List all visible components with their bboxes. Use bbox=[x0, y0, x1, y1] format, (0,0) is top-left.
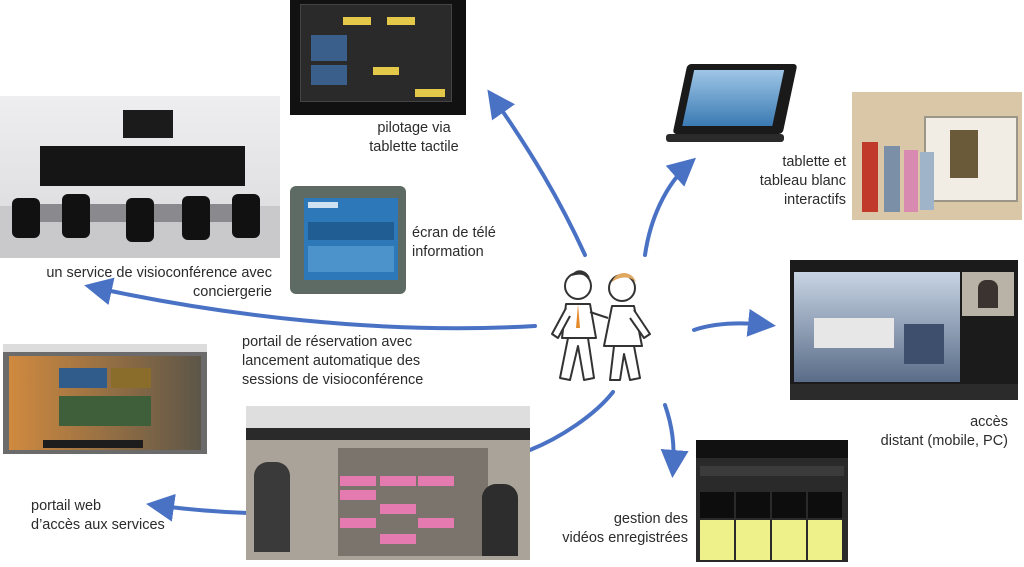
conference-room-photo bbox=[0, 96, 280, 258]
arrow-to-pilotage bbox=[487, 89, 587, 257]
label-tablette-line2: tableau blanc bbox=[759, 173, 846, 189]
info-display-photo bbox=[290, 186, 406, 294]
label-gestion: gestion des vidéos enregistrées bbox=[540, 510, 688, 548]
label-pilotage-line1: pilotage via bbox=[377, 120, 451, 136]
classroom-whiteboard-photo bbox=[852, 92, 1022, 220]
booking-calendar-screenshot bbox=[246, 406, 530, 560]
label-acces: accès distant (mobile, PC) bbox=[858, 413, 1008, 451]
label-portail-reservation: portail de réservation avec lancement au… bbox=[242, 333, 423, 390]
arrow-to-tablette bbox=[643, 157, 697, 257]
label-ecran-line2: information bbox=[412, 244, 484, 260]
label-visio-line1: un service de visioconférence avec bbox=[46, 265, 272, 281]
label-portail-reservation-line2: lancement automatique des bbox=[242, 353, 421, 369]
arrow-from-figures-to-booking bbox=[528, 390, 615, 452]
arrow-to-acces bbox=[692, 308, 776, 337]
label-tablette: tablette et tableau blanc interactifs bbox=[736, 153, 846, 210]
arrow-to-portail-web bbox=[146, 493, 250, 522]
label-acces-line1: accès bbox=[970, 414, 1008, 430]
tablet-photo bbox=[662, 62, 798, 152]
web-portal-screenshot bbox=[3, 344, 207, 454]
label-portail-reservation-line1: portail de réservation avec bbox=[242, 334, 413, 350]
label-pilotage-line2: tablette tactile bbox=[369, 139, 459, 155]
remote-access-screenshot bbox=[790, 260, 1018, 400]
label-gestion-line1: gestion des bbox=[613, 511, 688, 527]
label-portail-web-line1: portail web bbox=[31, 498, 102, 514]
label-ecran: écran de télé information bbox=[412, 224, 496, 262]
label-acces-line2: distant (mobile, PC) bbox=[880, 433, 1008, 449]
label-portail-reservation-line3: sessions de visioconférence bbox=[242, 372, 424, 388]
arrow-to-visio bbox=[84, 277, 537, 331]
label-ecran-line1: écran de télé bbox=[412, 225, 496, 241]
touch-panel-photo bbox=[290, 0, 466, 115]
label-pilotage: pilotage via tablette tactile bbox=[354, 119, 474, 157]
label-visio-line2: conciergerie bbox=[193, 284, 272, 300]
label-gestion-line2: vidéos enregistrées bbox=[562, 530, 688, 546]
label-tablette-line3: interactifs bbox=[783, 192, 846, 208]
recorded-videos-screenshot bbox=[696, 440, 848, 562]
arrow-to-gestion bbox=[660, 403, 689, 478]
label-portail-web: portail web d’accès aux services bbox=[31, 497, 165, 535]
walking-people-illustration bbox=[551, 270, 651, 381]
label-portail-web-line2: d’accès aux services bbox=[31, 517, 165, 533]
label-visio: un service de visioconférence avec conci… bbox=[20, 264, 272, 302]
label-tablette-line1: tablette et bbox=[782, 154, 846, 170]
